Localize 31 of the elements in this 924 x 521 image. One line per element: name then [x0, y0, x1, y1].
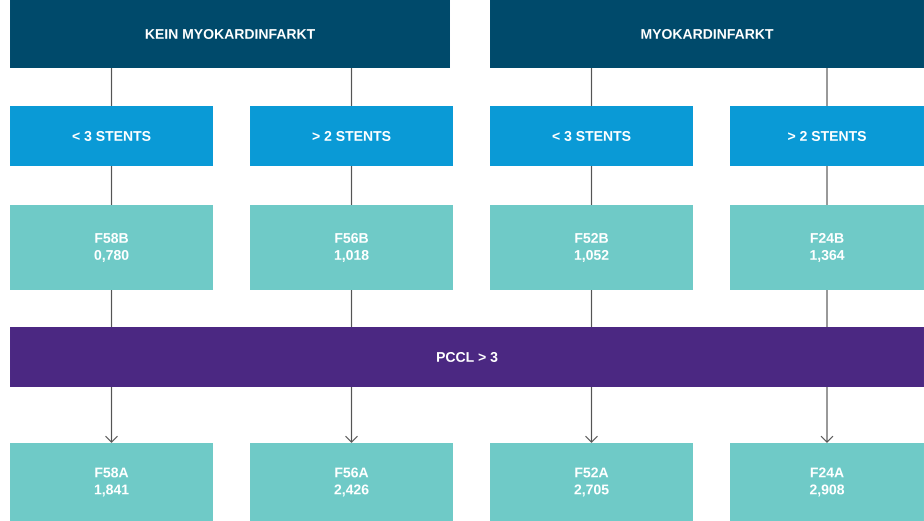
connector-line: [826, 68, 828, 106]
connector-line: [105, 387, 118, 443]
connector-line: [826, 166, 828, 205]
connector-line: [585, 387, 598, 443]
code-box: F56A 2,426: [250, 442, 453, 521]
code-box: F52A 2,705: [490, 442, 693, 521]
code-box: F56B 1,018: [250, 205, 453, 290]
connector-line: [350, 68, 352, 106]
code-box: F58A 1,841: [10, 442, 213, 521]
connector-line: [590, 68, 592, 106]
connector-line: [345, 387, 358, 443]
connector-line: [590, 290, 592, 327]
category-box: KEIN MYOKARDINFARKT: [10, 0, 450, 68]
stent-box: > 2 STENTS: [250, 106, 453, 166]
code-box: F58B 0,780: [10, 205, 213, 290]
stent-box: < 3 STENTS: [490, 106, 693, 166]
connector-line: [350, 290, 352, 327]
stent-box: < 3 STENTS: [10, 106, 213, 166]
connector-line: [590, 166, 592, 205]
connector-line: [826, 290, 828, 327]
connector-line: [110, 166, 112, 205]
code-box: F24A 2,908: [730, 442, 924, 521]
connector-line: [350, 166, 352, 205]
connector-line: [110, 290, 112, 327]
code-box: F24B 1,364: [730, 205, 924, 290]
code-box: F52B 1,052: [490, 205, 693, 290]
category-box: MYOKARDINFARKT: [490, 0, 924, 68]
connector-line: [110, 68, 112, 106]
stent-box: > 2 STENTS: [730, 106, 924, 166]
connector-line: [820, 387, 834, 443]
band-box: PCCL > 3: [10, 327, 924, 387]
